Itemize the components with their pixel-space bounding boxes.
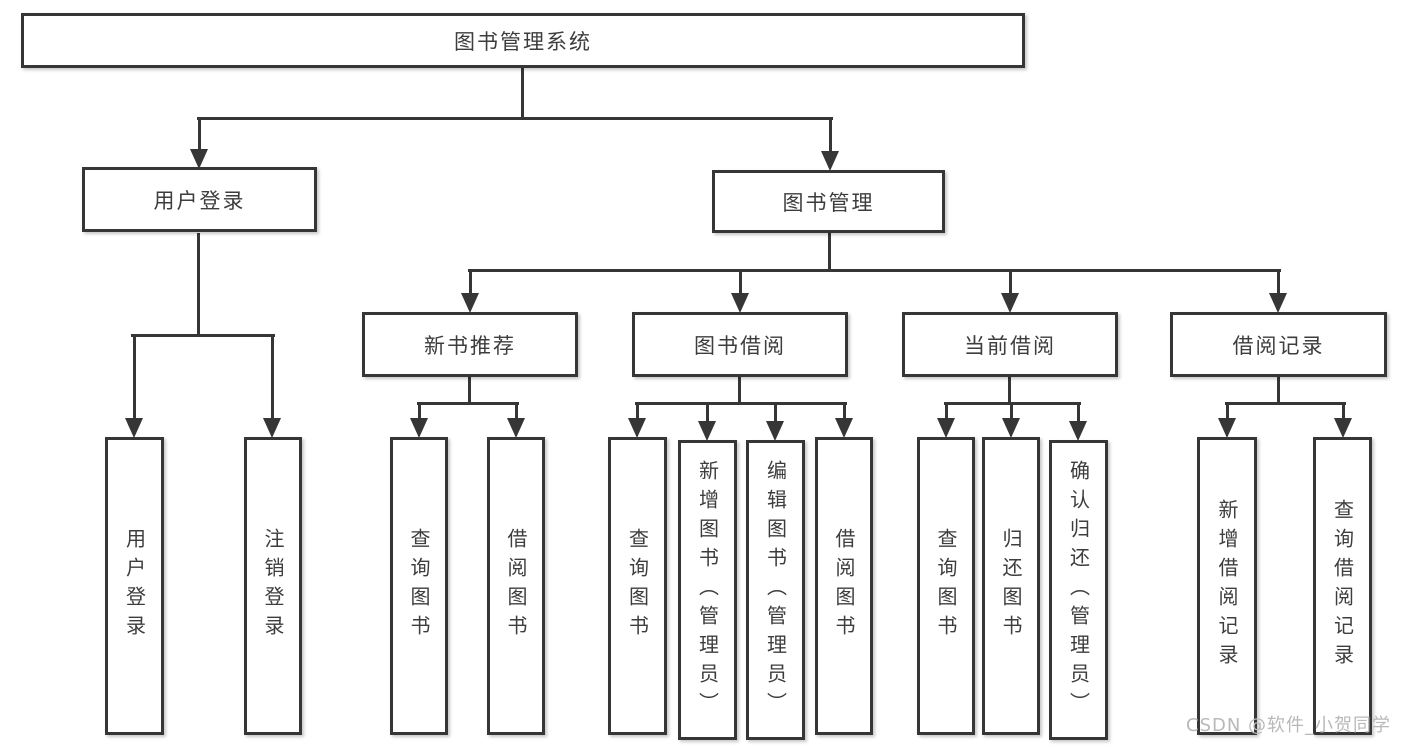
connector-line xyxy=(738,377,741,404)
leaf-borrowing-borrow-books: 借阅图书 xyxy=(815,437,873,735)
arrow-down-icon xyxy=(190,149,208,169)
connector-arrow-stem xyxy=(739,269,742,297)
arrow-down-icon xyxy=(628,418,646,438)
connector-arrow-stem xyxy=(636,402,639,422)
node-book-borrowing: 图书借阅 xyxy=(632,312,848,377)
arrow-down-icon xyxy=(1334,418,1352,438)
connector-line xyxy=(635,402,847,405)
node-borrowing-records: 借阅记录 xyxy=(1170,312,1387,377)
arrow-down-icon xyxy=(410,418,428,438)
node-user-login: 用户登录 xyxy=(82,167,317,232)
node-library-management-system: 图书管理系统 xyxy=(21,13,1025,68)
leaf-confirm-return-admin: 确认归还（管理员） xyxy=(1049,440,1108,740)
leaf-current-query-books: 查询图书 xyxy=(917,437,975,735)
arrow-down-icon xyxy=(1001,293,1019,313)
node-book-management: 图书管理 xyxy=(712,170,945,233)
arrow-down-icon xyxy=(1002,418,1020,438)
arrow-down-icon xyxy=(835,418,853,438)
leaf-query-borrow-record: 查询借阅记录 xyxy=(1313,437,1372,735)
connector-line xyxy=(521,68,524,119)
node-new-book-recommend: 新书推荐 xyxy=(362,312,578,377)
connector-arrow-stem xyxy=(1077,402,1080,425)
connector-arrow-stem xyxy=(774,402,777,425)
connector-arrow-stem xyxy=(1342,402,1345,422)
arrow-down-icon xyxy=(1069,421,1087,441)
leaf-add-books-admin: 新增图书（管理员） xyxy=(678,440,737,740)
leaf-recommend-borrow-books: 借阅图书 xyxy=(487,437,545,735)
connector-arrow-stem xyxy=(945,402,948,422)
node-current-borrowing: 当前借阅 xyxy=(902,312,1118,377)
connector-arrow-stem xyxy=(198,117,201,153)
leaf-edit-books-admin: 编辑图书（管理员） xyxy=(746,440,805,740)
connector-arrow-stem xyxy=(271,334,274,422)
connector-line xyxy=(468,377,471,404)
connector-arrow-stem xyxy=(843,402,846,422)
connector-arrow-stem xyxy=(829,117,832,155)
connector-line xyxy=(468,269,1281,272)
arrow-down-icon xyxy=(766,421,784,441)
arrow-down-icon xyxy=(698,421,716,441)
connector-arrow-stem xyxy=(1226,402,1229,422)
connector-arrow-stem xyxy=(469,269,472,297)
leaf-add-borrow-record: 新增借阅记录 xyxy=(1197,437,1257,735)
connector-line xyxy=(828,233,831,272)
connector-line xyxy=(197,233,200,336)
leaf-user-login: 用户登录 xyxy=(105,437,164,735)
connector-line xyxy=(1008,377,1011,404)
connector-arrow-stem xyxy=(1009,269,1012,297)
connector-line xyxy=(1225,402,1346,405)
arrow-down-icon xyxy=(263,418,281,438)
leaf-recommend-query-books: 查询图书 xyxy=(390,437,448,735)
leaf-borrowing-query-books: 查询图书 xyxy=(608,437,667,735)
connector-line xyxy=(197,117,833,120)
connector-line xyxy=(417,402,519,405)
arrow-down-icon xyxy=(821,151,839,171)
leaf-return-books: 归还图书 xyxy=(982,437,1040,735)
arrow-down-icon xyxy=(461,293,479,313)
connector-line xyxy=(131,334,275,337)
connector-arrow-stem xyxy=(1277,269,1280,297)
leaf-logout: 注销登录 xyxy=(244,437,302,735)
arrow-down-icon xyxy=(1218,418,1236,438)
connector-arrow-stem xyxy=(515,402,518,422)
connector-arrow-stem xyxy=(418,402,421,422)
csdn-watermark: CSDN @软件_小贺同学 xyxy=(1186,715,1392,736)
connector-arrow-stem xyxy=(706,402,709,425)
arrow-down-icon xyxy=(125,418,143,438)
arrow-down-icon xyxy=(937,418,955,438)
arrow-down-icon xyxy=(507,418,525,438)
connector-arrow-stem xyxy=(133,334,136,422)
connector-line xyxy=(1277,377,1280,404)
arrow-down-icon xyxy=(1269,293,1287,313)
arrow-down-icon xyxy=(731,293,749,313)
connector-arrow-stem xyxy=(1010,402,1013,422)
